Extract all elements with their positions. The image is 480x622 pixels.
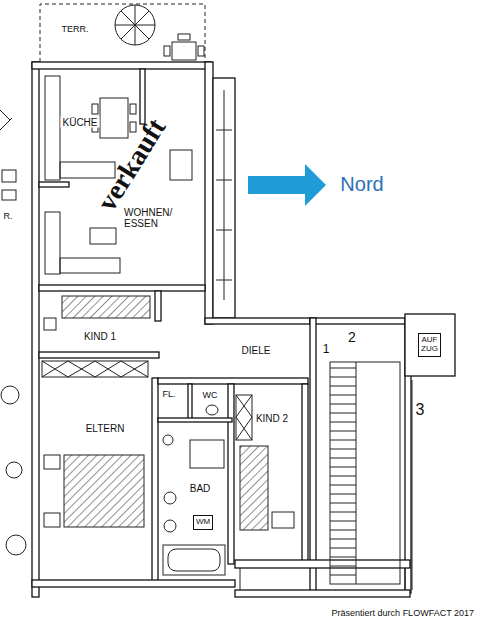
room-label: FL.	[160, 390, 177, 400]
sold-stamp: verkauft	[91, 112, 174, 219]
room-label: DIELE	[240, 345, 273, 356]
north-label: Nord	[338, 173, 385, 195]
elevator-box: AUF ZUG	[418, 333, 441, 357]
callout-number: 1	[321, 343, 332, 356]
room-label: KIND 1	[82, 331, 118, 342]
room-label: TERR.	[60, 25, 91, 35]
callout-number: 3	[414, 401, 427, 419]
box-text: AUF ZUG	[421, 336, 438, 354]
caption: Präsentiert durch FLOWFACT 2017	[330, 609, 476, 619]
box-text: WM	[196, 518, 210, 527]
callout-number: 2	[346, 330, 358, 345]
room-label: WC	[201, 391, 220, 401]
room-label: ELTERN	[84, 423, 127, 434]
room-label: WOHNEN/ ESSEN	[122, 207, 182, 229]
room-label: R.	[2, 212, 15, 222]
appliance-box: WM	[193, 515, 213, 530]
north-arrow	[248, 164, 326, 206]
room-label: BAD	[188, 483, 213, 494]
room-label: KÜCHE	[60, 117, 99, 128]
room-label: KIND 2	[254, 413, 290, 424]
